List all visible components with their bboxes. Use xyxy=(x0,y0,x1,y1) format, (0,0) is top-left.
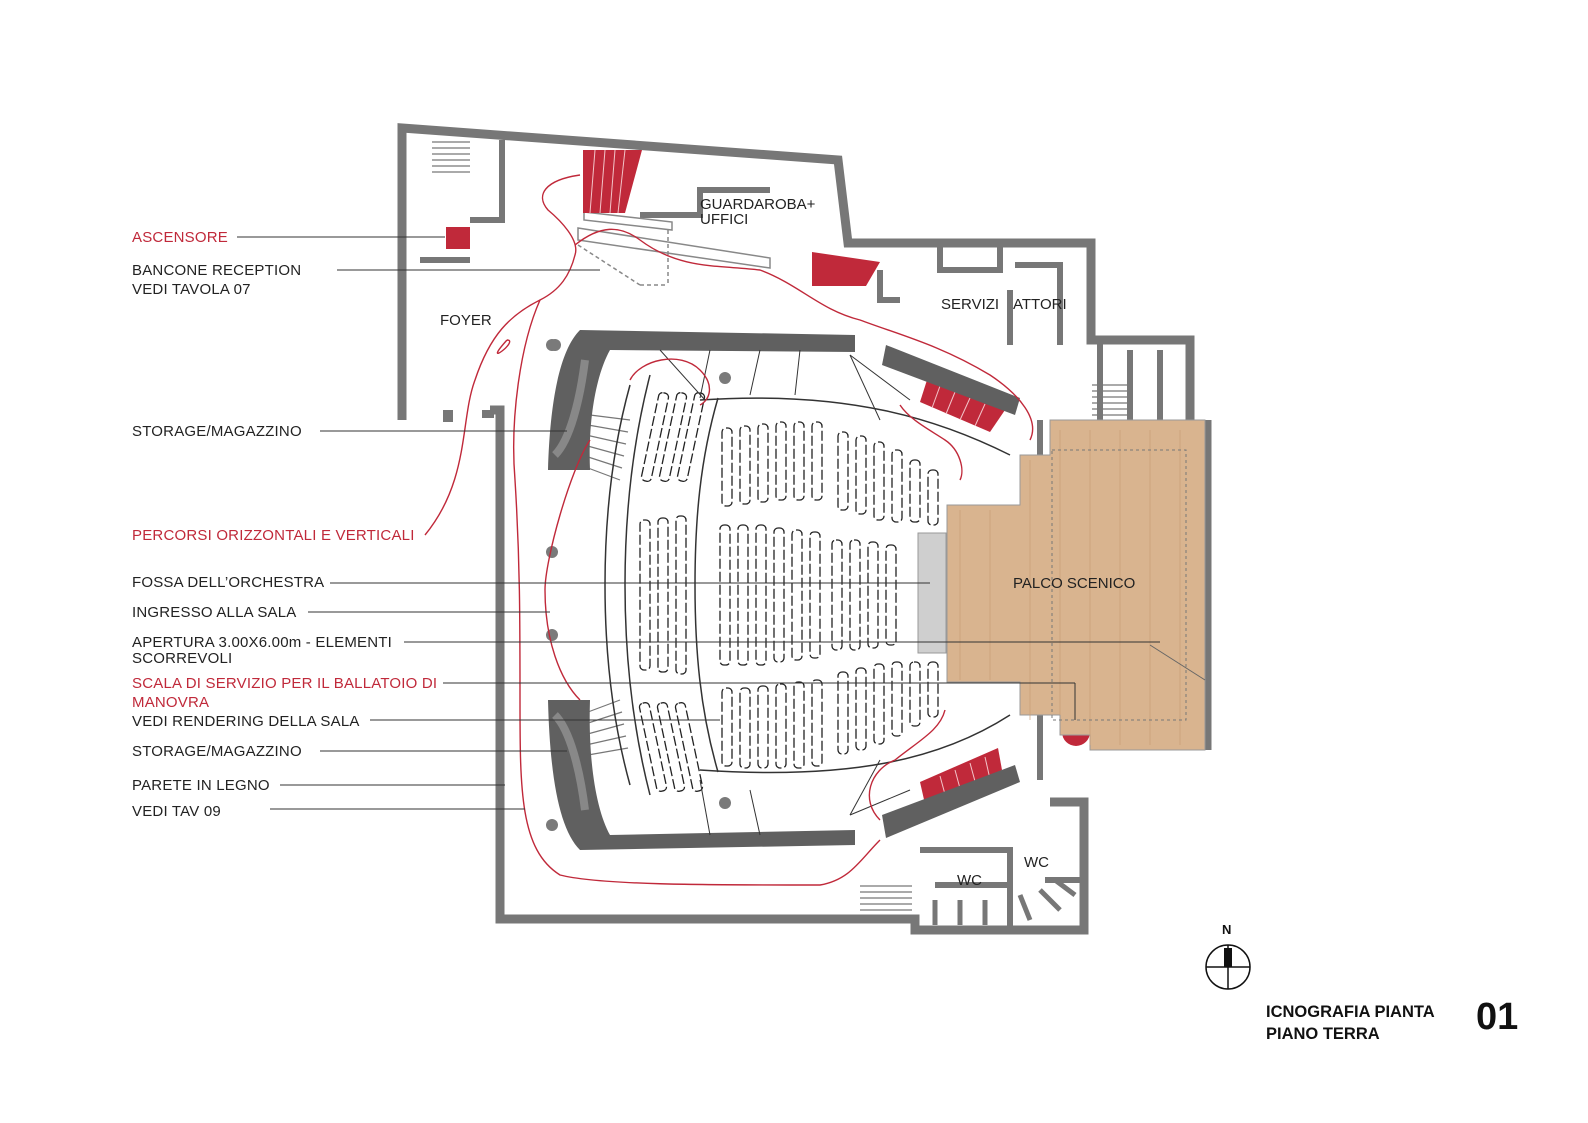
room-uffici: UFFICI xyxy=(700,211,749,228)
room-wc-left: WC xyxy=(957,872,982,889)
seating xyxy=(638,392,939,792)
label-scala-1: SCALA DI SERVIZIO PER IL BALLATOIO DI xyxy=(132,675,438,692)
outer-walls xyxy=(397,123,1212,935)
red-elements xyxy=(446,150,1090,804)
room-attori: ATTORI xyxy=(1013,296,1067,313)
label-ingresso: INGRESSO ALLA SALA xyxy=(132,604,297,621)
reception-counter xyxy=(577,211,771,286)
room-guardaroba: GUARDAROBA+ xyxy=(700,196,816,213)
columns xyxy=(546,339,731,831)
room-foyer: FOYER xyxy=(440,312,492,329)
label-apertura-1: APERTURA 3.00X6.00m - ELEMENTI xyxy=(132,634,392,651)
label-fossa: FOSSA DELL’ORCHESTRA xyxy=(132,574,325,591)
circulation-path xyxy=(424,174,1034,886)
title-line-1: ICNOGRAFIA PIANTA xyxy=(1266,1003,1435,1021)
label-apertura-2: SCORREVOLI xyxy=(132,650,233,667)
stage xyxy=(917,419,1206,751)
room-palco: PALCO SCENICO xyxy=(1013,575,1136,592)
leader-lines xyxy=(237,236,1160,810)
label-bancone-2: VEDI TAVOLA 07 xyxy=(132,281,251,298)
label-rendering: VEDI RENDERING DELLA SALA xyxy=(132,713,360,730)
label-vedi-tav: VEDI TAV 09 xyxy=(132,803,221,820)
title-line-2: PIANO TERRA xyxy=(1266,1025,1380,1043)
room-servizi: SERVIZI xyxy=(941,296,1000,313)
label-percorsi: PERCORSI ORIZZONTALI E VERTICALI xyxy=(132,527,415,544)
sheet-number: 01 xyxy=(1476,996,1519,1038)
label-scala-2: MANOVRA xyxy=(132,694,210,711)
label-parete: PARETE IN LEGNO xyxy=(132,777,270,794)
north-arrow-icon xyxy=(1205,944,1251,990)
auditorium-outline xyxy=(604,374,1011,796)
north-label: N xyxy=(1222,922,1232,937)
title-block: ICNOGRAFIA PIANTA PIANO TERRA xyxy=(1266,1001,1435,1045)
label-ascensore: ASCENSORE xyxy=(132,229,228,246)
label-storage-bottom: STORAGE/MAGAZZINO xyxy=(132,743,302,760)
auditorium-walls xyxy=(548,330,1020,850)
label-storage-top: STORAGE/MAGAZZINO xyxy=(132,423,302,440)
room-wc-right: WC xyxy=(1024,854,1049,871)
label-bancone-1: BANCONE RECEPTION xyxy=(132,262,302,279)
